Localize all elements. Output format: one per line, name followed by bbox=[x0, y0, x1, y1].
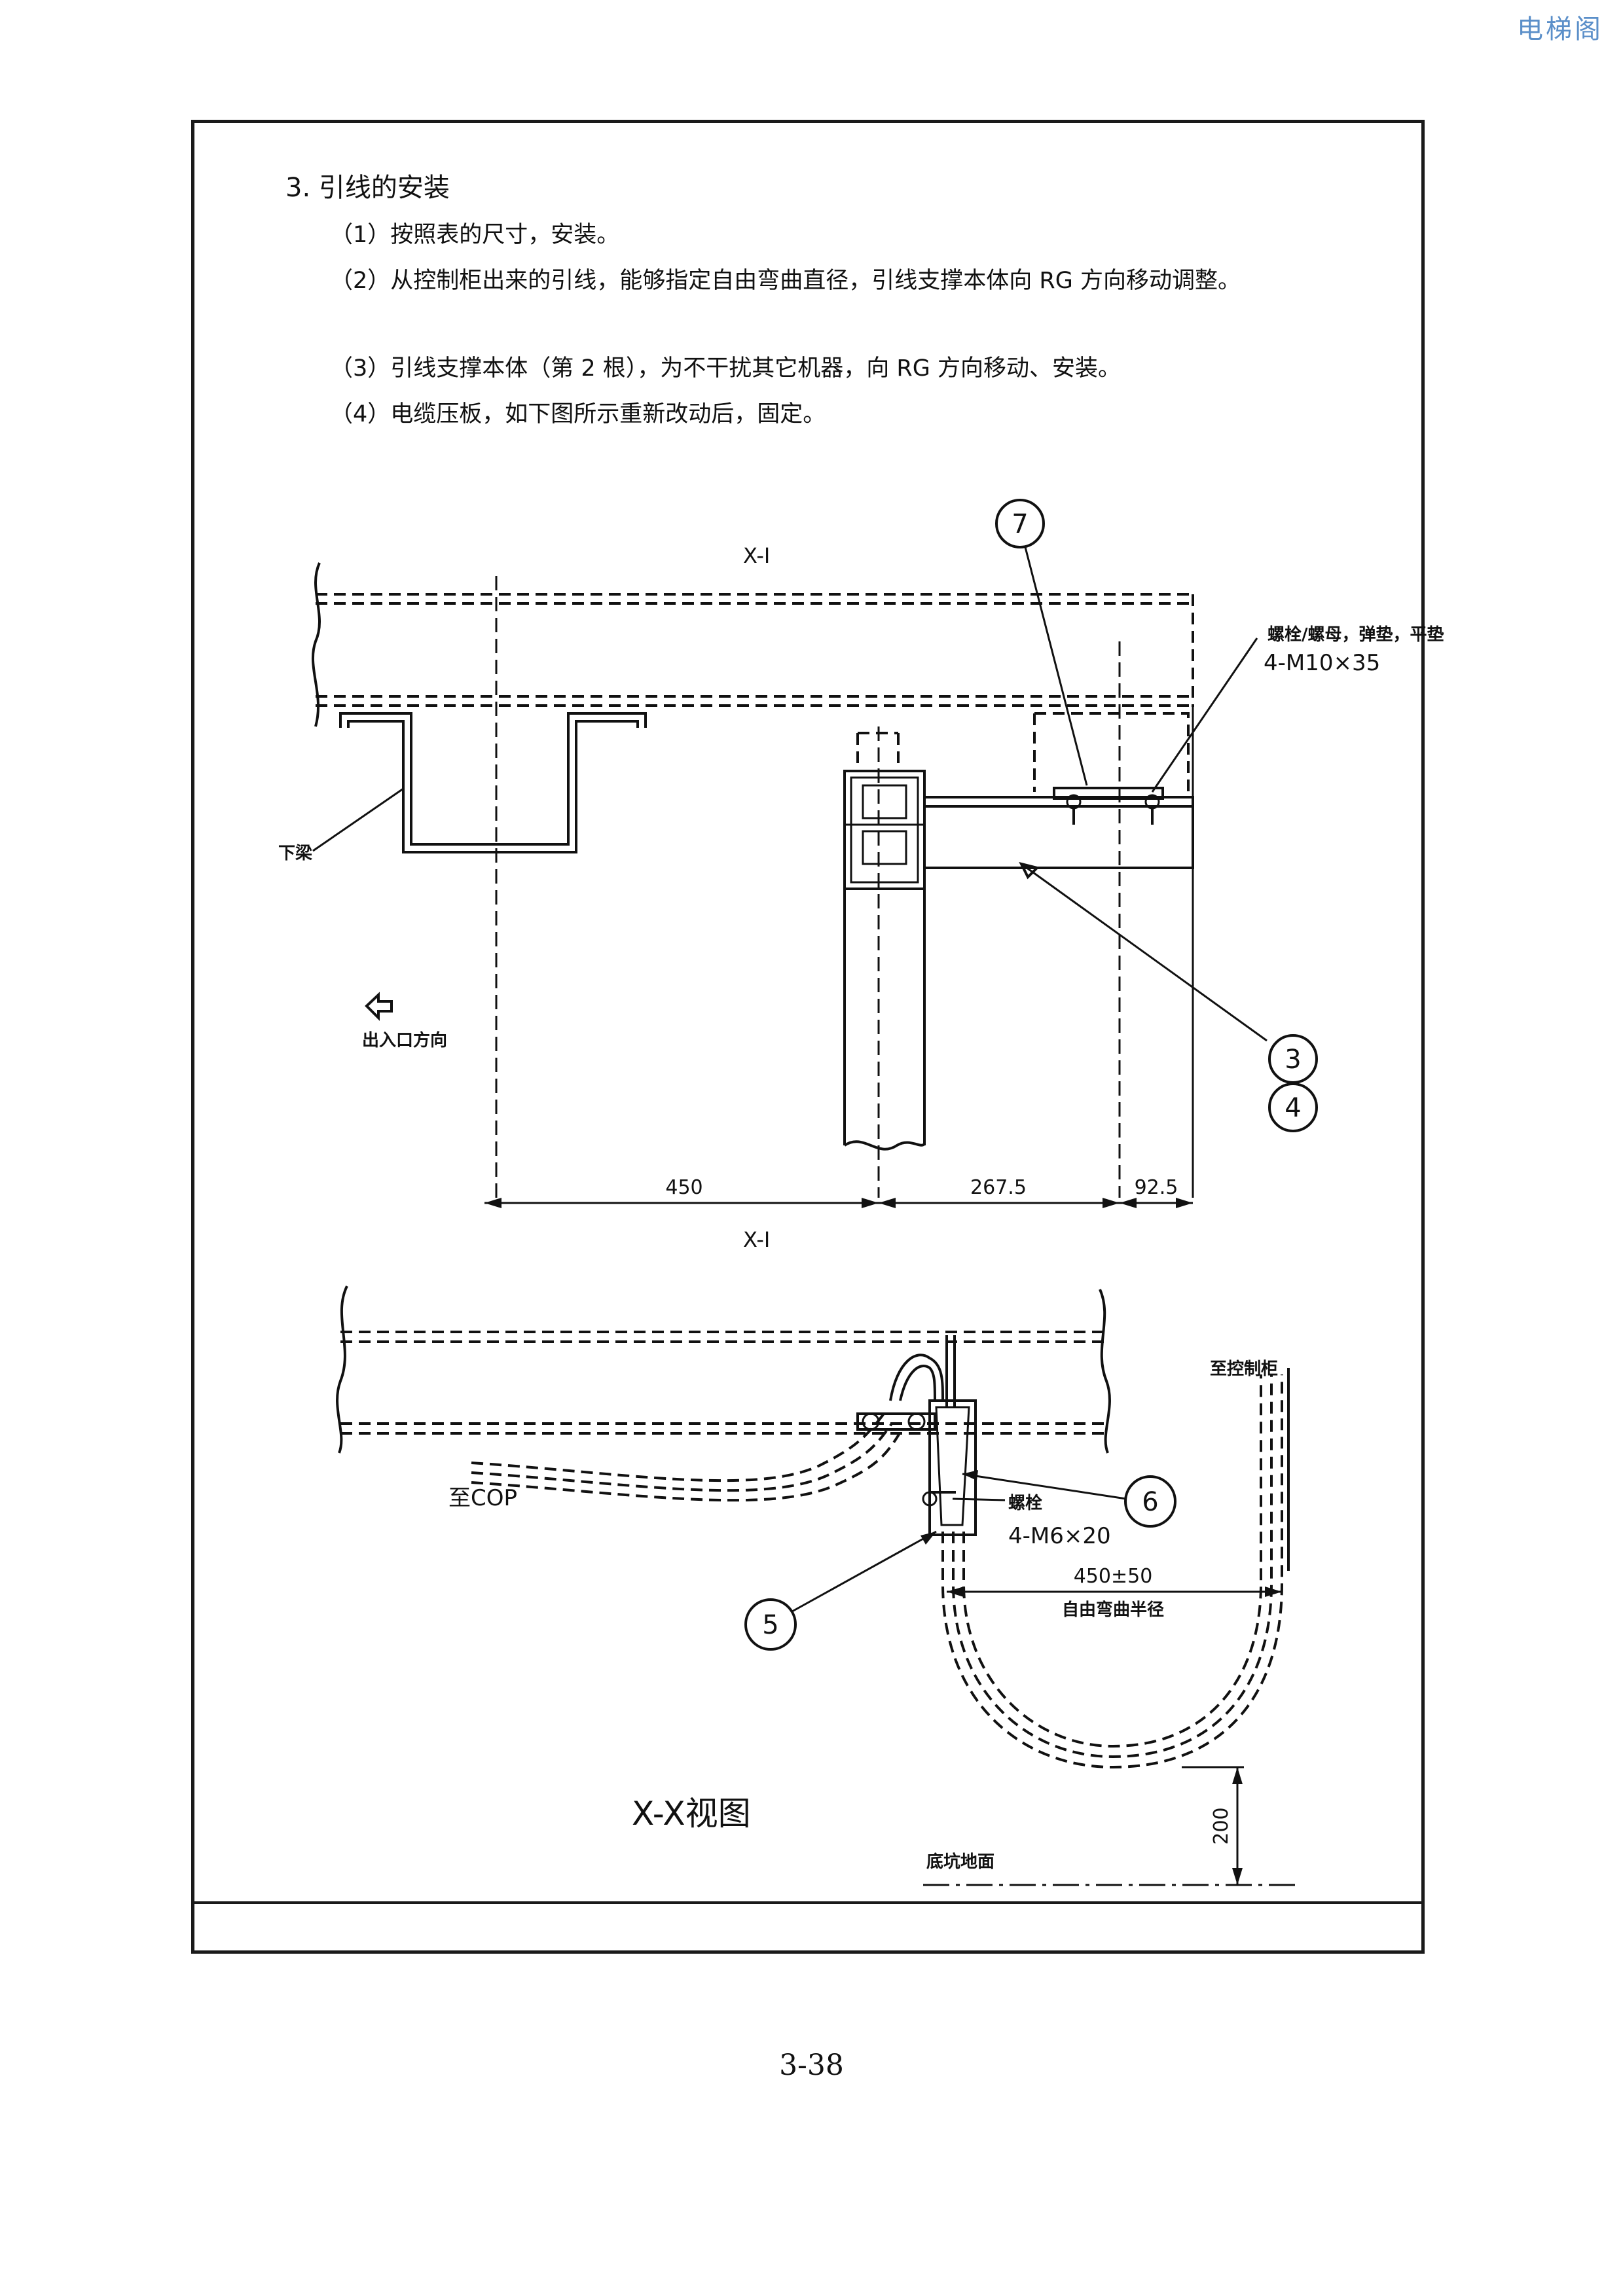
bolt-spec: 4-M6×20 bbox=[1008, 1523, 1111, 1549]
step-2: （2）从控制柜出来的引线，能够指定自由弯曲直径，引线支撑本体向 RG 方向移动调… bbox=[330, 268, 1241, 294]
callout-4 bbox=[1268, 1083, 1318, 1132]
title-block-divider bbox=[191, 1901, 1425, 1904]
drawing-frame bbox=[191, 120, 1425, 1954]
callout-6-leader bbox=[962, 1473, 1127, 1500]
cable-to-cop bbox=[471, 1412, 885, 1482]
view-title: X-X视图 bbox=[632, 1795, 751, 1833]
cable-clamp bbox=[856, 1412, 936, 1431]
bolt-label: 螺栓 bbox=[1008, 1494, 1042, 1513]
to-cop-label: 至COP bbox=[448, 1485, 517, 1511]
top-view: 7 螺栓/螺母，弹垫，平垫 4-M10×35 3 4 X-I X-I 下梁 出入… bbox=[278, 499, 1444, 1252]
section-view: 螺栓 4-M6×20 6 5 450±50 自由弯曲半径 200 底坑地面 至C… bbox=[336, 1285, 1296, 1886]
step-1: （1）按照表的尺寸，安装。 bbox=[330, 222, 620, 248]
hanging-cable bbox=[941, 1374, 1283, 1769]
height-value: 200 bbox=[1210, 1807, 1233, 1844]
callout-3-leader bbox=[1021, 863, 1267, 1042]
lower-beam-label: 下梁 bbox=[278, 844, 312, 863]
break-line-left bbox=[312, 562, 321, 727]
svg-text:6: 6 bbox=[1142, 1487, 1158, 1517]
page-number: 3-38 bbox=[779, 2049, 844, 2082]
bracket-dashed bbox=[1034, 712, 1190, 792]
section-mark-bottom: X-I bbox=[743, 1227, 770, 1252]
callout-7 bbox=[995, 499, 1045, 548]
callout-6 bbox=[1124, 1475, 1176, 1528]
svg-text:3: 3 bbox=[1285, 1045, 1301, 1075]
section-heading: 3. 引线的安装 bbox=[285, 173, 450, 203]
section-mark-top: X-I bbox=[743, 543, 770, 568]
svg-text:4: 4 bbox=[1285, 1093, 1301, 1123]
lower-beam bbox=[339, 712, 647, 846]
cable-loop bbox=[889, 1354, 944, 1401]
arrow-left-icon bbox=[365, 992, 393, 1021]
step-3: （3）引线支撑本体（第 2 根），为不干扰其它机器，向 RG 方向移动、安装。 bbox=[330, 355, 1121, 382]
dim-450: 450 bbox=[665, 1176, 702, 1199]
support-clamp-block bbox=[843, 770, 926, 890]
svg-text:7: 7 bbox=[1012, 509, 1028, 539]
to-control-cabinet-label: 至控制柜 bbox=[1210, 1359, 1278, 1379]
callout-5 bbox=[744, 1598, 797, 1651]
pit-floor-label: 底坑地面 bbox=[926, 1852, 994, 1872]
lower-beam-leader bbox=[312, 787, 404, 852]
dim-92-5: 92.5 bbox=[1135, 1176, 1178, 1199]
step-4: （4）电缆压板，如下图所示重新改动后，固定。 bbox=[330, 401, 826, 427]
bracket bbox=[928, 1399, 977, 1536]
break-line-left bbox=[336, 1285, 348, 1454]
radius-value: 450±50 bbox=[1074, 1565, 1153, 1588]
callout-5-leader bbox=[792, 1530, 937, 1613]
break-line-right bbox=[1099, 1289, 1111, 1454]
callout-7-leader bbox=[1024, 547, 1088, 786]
watermark: 电梯阁 bbox=[1517, 14, 1603, 45]
bolt-plate bbox=[1053, 787, 1164, 800]
bolt-note-spec: 4-M10×35 bbox=[1264, 650, 1380, 676]
svg-text:5: 5 bbox=[762, 1610, 778, 1640]
radius-label: 自由弯曲半径 bbox=[1062, 1600, 1164, 1620]
entrance-direction-label: 出入口方向 bbox=[362, 1030, 447, 1050]
dim-267-5: 267.5 bbox=[970, 1176, 1027, 1199]
bolt-note-label: 螺栓/螺母，弹垫，平垫 bbox=[1267, 625, 1444, 645]
post-break bbox=[843, 1140, 926, 1151]
bolt-note-leader bbox=[1151, 637, 1258, 793]
